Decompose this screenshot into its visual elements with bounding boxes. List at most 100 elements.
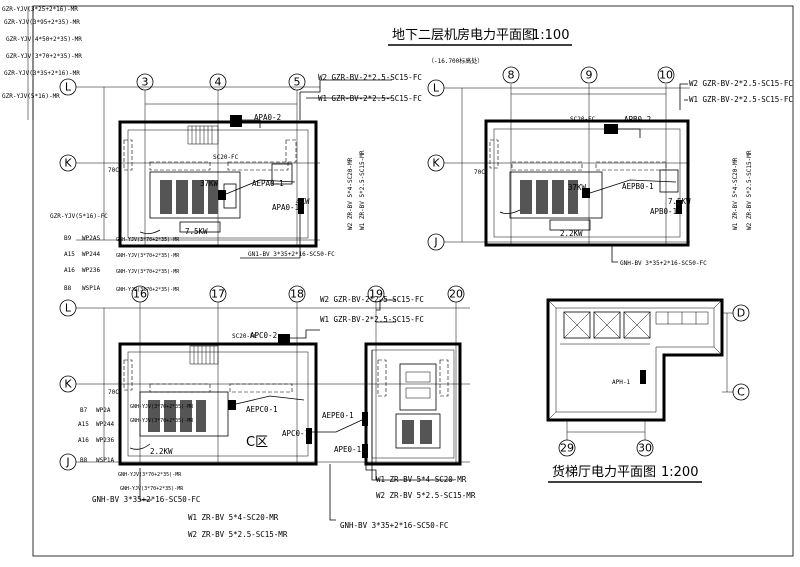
lift-title-text: 货梯厅电力平面图	[552, 464, 656, 480]
main-title: 地下二层机房电力平面图 1:100 （-16.700标高处）	[388, 27, 572, 65]
cable-label: GNH-YJV(3*70+2*35)-MR	[116, 287, 180, 293]
axis-bubble	[427, 233, 445, 251]
label-kw75: 7.5KW	[185, 227, 208, 236]
panel-aepa01	[218, 190, 226, 200]
axis-label: L	[65, 81, 72, 94]
label-apb02: APB0-2	[624, 115, 651, 124]
label-sc20: SC20-FC	[232, 333, 258, 340]
axis-label: L	[433, 82, 440, 95]
equipment	[123, 359, 449, 450]
label-kw22: 2.2KW	[150, 447, 173, 456]
load-value: WP244	[82, 251, 100, 258]
cable-label: GNH-YJV(3*70+2*35)-MR	[120, 486, 184, 492]
axis-label: 18	[290, 288, 304, 301]
label-w1: W1 GZR-BV-2*2.5-SC15-FC	[320, 315, 424, 324]
panel-aepb01	[582, 188, 590, 198]
load-value: WP2A	[96, 407, 111, 414]
panel-apa02	[230, 115, 242, 127]
panel-ape01	[362, 444, 368, 458]
feeder-loads: B7 WP2A A15 WP244 A16 WP236 B8 WSP1A GNH…	[78, 404, 194, 492]
left-edge-label: GZR-YJV(3*35+2*16)-MR	[4, 70, 80, 77]
plan-a-axis-top: 3 4 5	[136, 73, 306, 245]
axis-bubble	[209, 73, 227, 91]
plan-b-axis-left: L K J	[427, 79, 690, 251]
load-code: B8	[80, 457, 88, 464]
label-v1: W1 ZR-BV 5*4-SC20-MR	[732, 157, 739, 230]
room-wall	[118, 342, 318, 466]
panel-aepc01	[228, 400, 236, 410]
axis-label: 9	[586, 69, 593, 82]
axis-label: K	[64, 378, 72, 391]
left-edge-labels: GZR-YJV(3*25+2*16)-MR GZR-YJV(3*95+2*35)…	[2, 6, 82, 120]
axis-label: K	[64, 157, 72, 170]
equipment	[123, 139, 297, 234]
label-dim70: 70C	[108, 389, 119, 396]
panel-apa01	[298, 198, 304, 214]
axis-label: 5	[294, 76, 301, 89]
cable-label: GNH-YJV(3*70+2*35)-MR	[118, 472, 182, 478]
load-value: WP2AS	[82, 235, 100, 242]
lift-shafts	[563, 311, 709, 339]
plan-d: APH-1 D C 29 30 货梯厅电力平面图 1:200	[546, 298, 750, 483]
panel-apb01	[676, 200, 682, 214]
main-title-scale: 1:100	[532, 28, 569, 43]
label-aepb01: AEPB0-1	[622, 182, 654, 191]
label-dim70: 70C	[474, 169, 485, 176]
label-w2: W2 GZR-BV-2*2.5-SC15-FC	[318, 73, 422, 82]
label-gnh: GNH-BV 3*35+2*16-SC50-FC	[620, 260, 707, 267]
panel-aepe01	[362, 412, 368, 426]
axis-label: J	[65, 456, 69, 469]
label-ape01: APE0-1	[334, 445, 361, 454]
axis-label: L	[65, 302, 72, 315]
axis-label: 16	[133, 288, 147, 301]
axis-bubble	[447, 285, 465, 303]
stair	[187, 125, 219, 145]
axis-bubble	[558, 439, 576, 457]
equipment	[489, 139, 679, 231]
axis-label: 30	[638, 442, 652, 455]
load-value: WSP1A	[96, 457, 114, 464]
label-v2: W2 ZR-BV 5*2.5-SC15-MR	[746, 150, 753, 230]
legend-line: W1 ZR-BV 5*4-SC20-MR	[376, 475, 467, 484]
load-code: A15	[64, 251, 75, 258]
left-edge-label: GZR-YJV(5*16)-MR	[2, 93, 60, 100]
axis-label: 17	[211, 288, 225, 301]
axis-bubble	[59, 453, 77, 471]
label-kw22: 2.2KW	[560, 229, 583, 238]
label-apc01: APC0-1	[282, 429, 309, 438]
label-gnh-left: GNH-BV 3*35+2*16-SC50-FC	[92, 495, 200, 504]
cable-label: GNH-YJV(3*70+2*35)-MR	[116, 253, 180, 259]
label-kw75: 7.5KW	[668, 197, 691, 206]
lift-title-scale: 1:200	[661, 465, 698, 480]
feeder-loads: B9 WP2AS A15 WP244 A16 WP236 B8 WSP1A GN…	[64, 235, 180, 293]
sheet-border	[32, 5, 794, 557]
plan-b: 8 9 10 L K J	[427, 66, 793, 267]
axis-bubble	[580, 66, 598, 84]
axis-bubble	[288, 285, 306, 303]
load-value: WSP1A	[82, 285, 100, 292]
main-title-text: 地下二层机房电力平面图	[392, 27, 535, 43]
axis-bubble	[59, 299, 77, 317]
label-sc20: SC20-FC	[213, 154, 239, 161]
main-title-sub: （-16.700标高处）	[428, 57, 483, 65]
label-gn1: GN1-BV 3*35+2*16-SC50-FC	[248, 251, 335, 258]
plan-c: 16 17 18 19 20 L K J	[59, 285, 476, 539]
label-kw37: 37KW	[568, 183, 587, 192]
label-aph1: APH-1	[612, 379, 630, 386]
label-apa01: APA0-1	[272, 203, 299, 212]
plan-b-axis-top: 8 9 10	[502, 66, 675, 245]
panel-aph1	[640, 370, 646, 384]
label-aepa01: AEPA0-1	[252, 179, 284, 188]
room-wall	[118, 120, 318, 248]
plan-a: 3 4 5 L K	[50, 73, 422, 293]
load-code: A16	[64, 267, 75, 274]
left-edge-label: GZR-YJV(3*95+2*35)-MR	[4, 19, 80, 26]
axis-bubble	[59, 78, 77, 96]
cable-label: GNH-YJV(3*70+2*35)-MR	[116, 237, 180, 243]
label-apc02: APC0-2	[250, 331, 277, 340]
label-sc20: SC20-FC	[570, 116, 596, 123]
load-code: A16	[78, 437, 89, 444]
room-wall	[364, 342, 462, 466]
label-aepc01: AEPC0-1	[246, 405, 278, 414]
cable-label: GNH-YJV(3*70+2*35)-MR	[116, 269, 180, 275]
